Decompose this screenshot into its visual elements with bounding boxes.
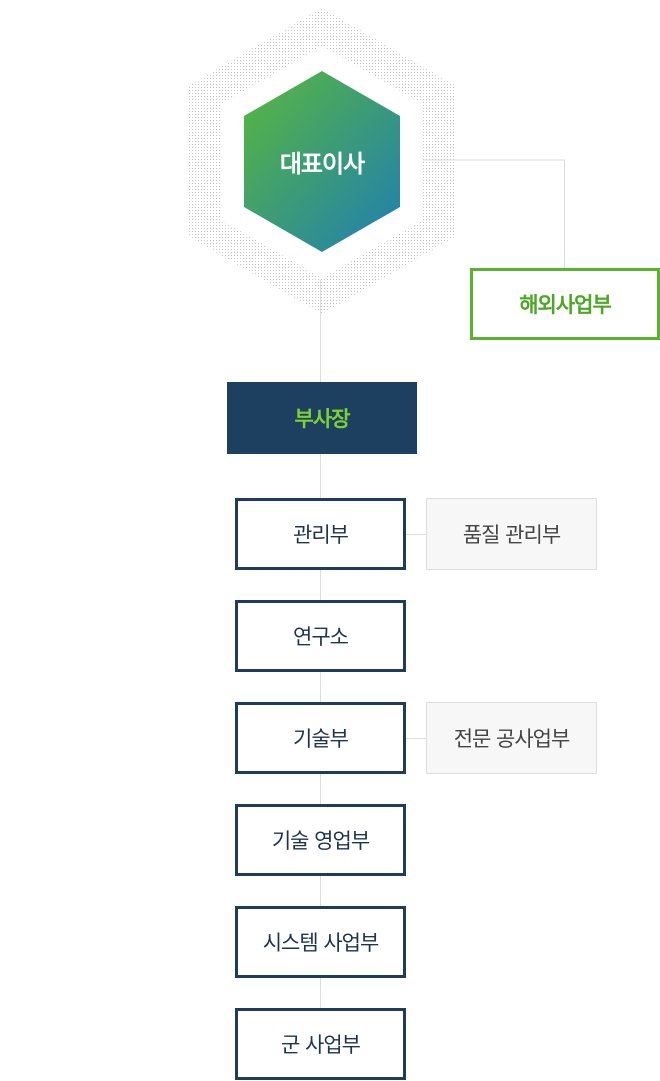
dept-box-technical-sales: 기술 영업부: [235, 804, 406, 876]
overseas-business-box: 해외사업부: [470, 268, 660, 340]
dept-box-technology: 기술부: [235, 702, 406, 774]
dept-box-research: 연구소: [235, 600, 406, 672]
ceo-label: 대표이사: [279, 149, 365, 178]
ceo-hexagon: [188, 8, 456, 314]
sub-box-quality-management: 품질 관리부: [426, 498, 597, 570]
dept-box-military-business: 군 사업부: [235, 1008, 406, 1080]
dept-box-management: 관리부: [235, 498, 406, 570]
sub-box-specialized-construction: 전문 공사업부: [426, 702, 597, 774]
dept-box-system-business: 시스템 사업부: [235, 906, 406, 978]
ceo-hexagon-core: [244, 71, 400, 252]
vice-president-box: 부사장: [227, 382, 417, 454]
